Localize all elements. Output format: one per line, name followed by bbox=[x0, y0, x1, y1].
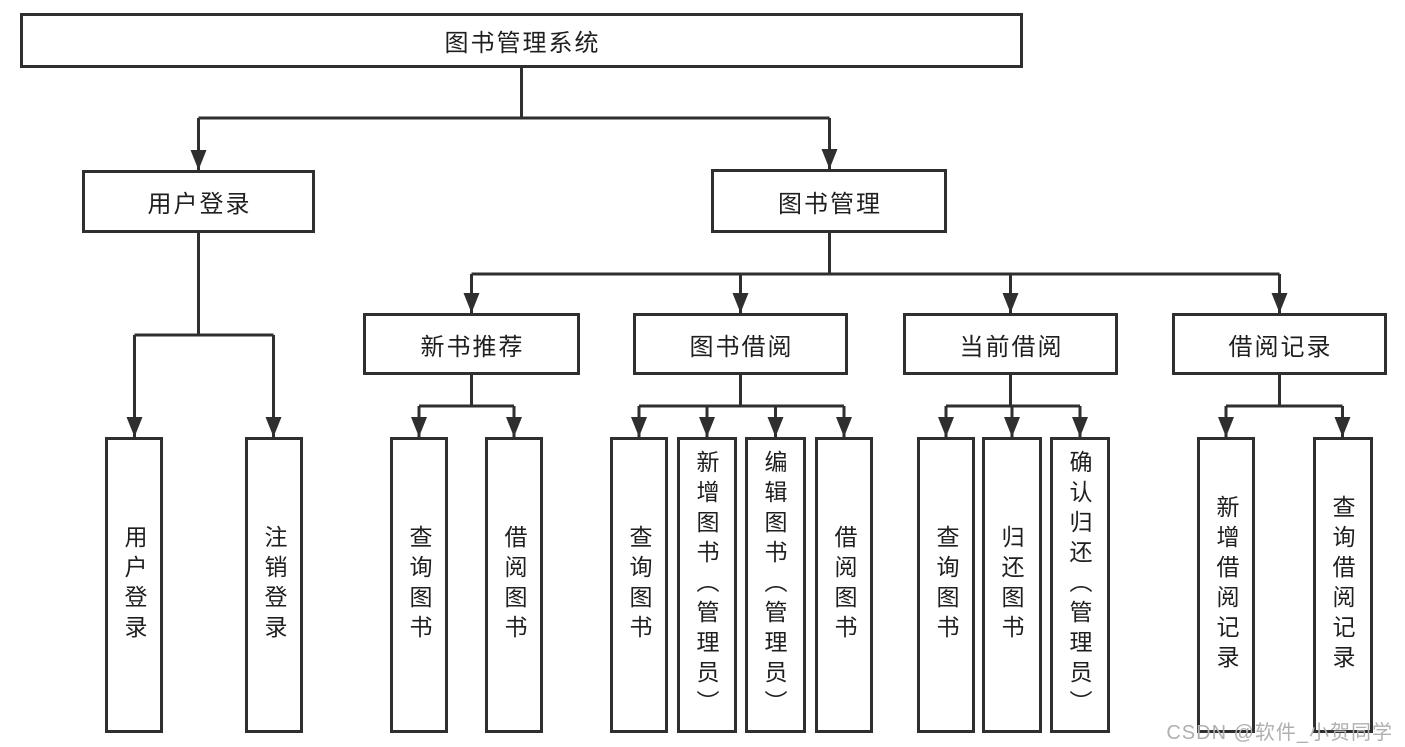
arrow-down-marker bbox=[126, 417, 143, 437]
node-leaf-query-book-1: 查询图书 bbox=[390, 437, 448, 733]
node-leaf-query-borrow-record: 查询借阅记录 bbox=[1313, 437, 1373, 733]
arrow-down-marker bbox=[631, 417, 647, 437]
arrow-down-marker bbox=[1271, 293, 1288, 313]
node-borrow-record: 借阅记录 bbox=[1172, 313, 1387, 375]
node-new-book-recommend: 新书推荐 bbox=[363, 313, 580, 375]
node-leaf-return-book: 归还图书 bbox=[982, 437, 1042, 733]
node-leaf-borrow-book-1: 借阅图书 bbox=[485, 437, 543, 733]
node-leaf-user-login: 用户登录 bbox=[105, 437, 163, 733]
node-leaf-confirm-return-admin: 确认归还（管理员） bbox=[1050, 437, 1110, 733]
node-leaf-add-book-admin: 新增图书（管理员） bbox=[677, 437, 737, 733]
arrow-down-marker bbox=[699, 417, 715, 437]
node-leaf-query-book-3: 查询图书 bbox=[917, 437, 975, 733]
connector-borrow-record-children bbox=[1224, 375, 1344, 437]
node-leaf-add-borrow-record: 新增借阅记录 bbox=[1197, 437, 1255, 733]
node-book-management: 图书管理 bbox=[711, 169, 947, 233]
arrow-down-marker bbox=[732, 293, 749, 313]
connector-book-borrow-children bbox=[637, 375, 846, 437]
csdn-watermark: CSDN @软件_小贺同学 bbox=[1166, 722, 1393, 744]
arrow-down-marker bbox=[265, 417, 282, 437]
arrow-down-marker bbox=[190, 150, 207, 170]
node-leaf-query-book-2: 查询图书 bbox=[610, 437, 668, 733]
connector-new-book-children bbox=[417, 375, 516, 437]
arrow-down-marker bbox=[1334, 417, 1351, 437]
arrow-down-marker bbox=[938, 417, 954, 437]
node-user-login: 用户登录 bbox=[82, 170, 315, 233]
connector-root-to-level2 bbox=[197, 68, 831, 170]
node-current-borrow: 当前借阅 bbox=[903, 313, 1118, 375]
arrowhead-group bbox=[126, 149, 1351, 437]
node-leaf-edit-book-admin: 编辑图书（管理员） bbox=[745, 437, 806, 733]
arrow-down-marker bbox=[506, 417, 522, 437]
arrow-down-marker bbox=[1002, 293, 1019, 313]
node-leaf-logout: 注销登录 bbox=[245, 437, 303, 733]
node-book-borrow: 图书借阅 bbox=[633, 313, 848, 375]
connector-user-login-children bbox=[133, 233, 275, 437]
node-leaf-borrow-book-2: 借阅图书 bbox=[815, 437, 873, 733]
arrow-down-marker bbox=[1072, 417, 1088, 437]
arrow-down-marker bbox=[411, 417, 427, 437]
arrow-down-marker bbox=[767, 417, 784, 437]
node-library-system: 图书管理系统 bbox=[20, 13, 1023, 68]
arrow-down-marker bbox=[836, 417, 852, 437]
connector-book-mgmt-children bbox=[470, 233, 1281, 313]
arrow-down-marker bbox=[821, 149, 838, 169]
arrow-down-marker bbox=[1218, 417, 1234, 437]
arrow-down-marker bbox=[463, 293, 480, 313]
arrow-down-marker bbox=[1004, 417, 1020, 437]
